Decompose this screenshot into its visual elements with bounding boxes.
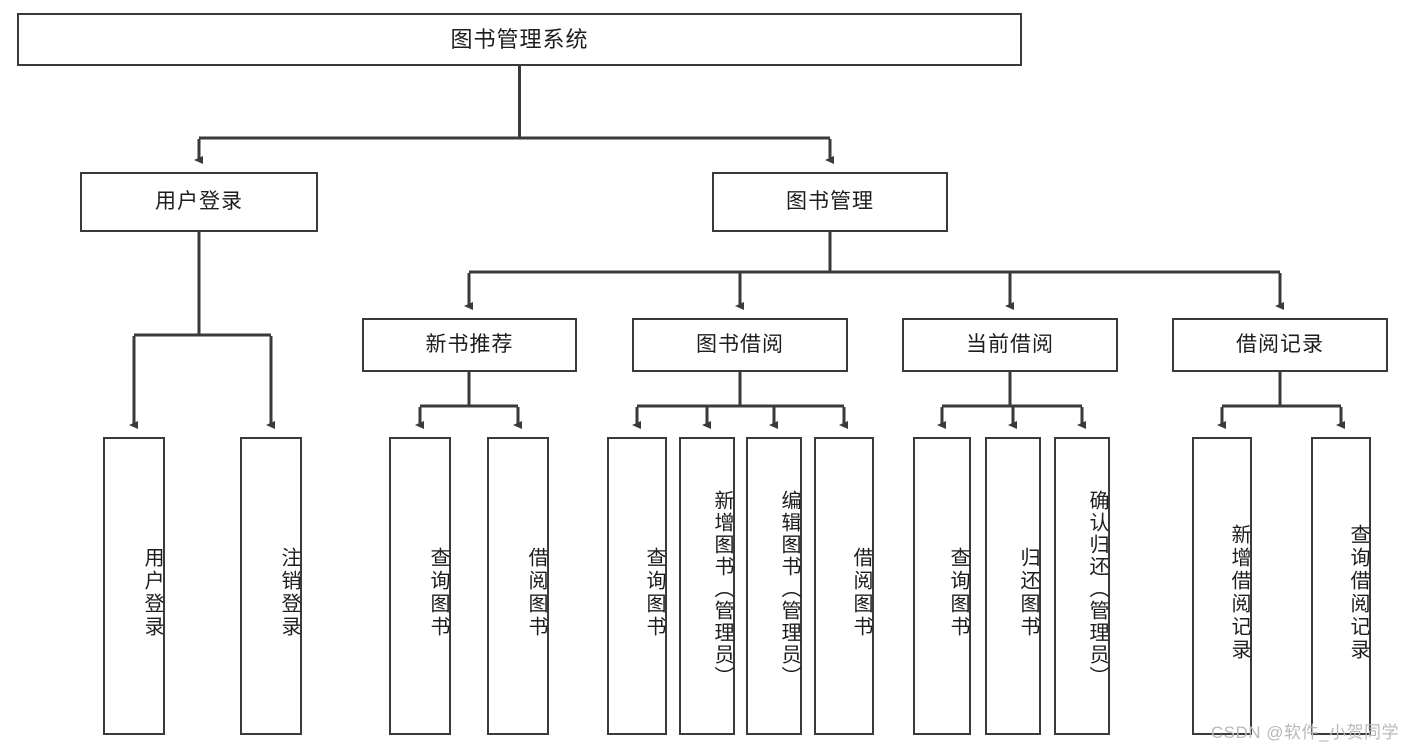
leaf-user-login[interactable]: 用户登录 bbox=[103, 437, 165, 735]
leaf-query-borrow-record[interactable]: 查询借阅记录 bbox=[1311, 437, 1371, 735]
leaf-query-book-current-label: 查询图书 bbox=[947, 547, 969, 639]
leaf-user-login-label: 用户登录 bbox=[141, 547, 163, 639]
leaf-query-borrow-record-label: 查询借阅记录 bbox=[1347, 524, 1369, 662]
node-borrow-record[interactable]: 借阅记录 bbox=[1172, 318, 1388, 372]
leaf-edit-book[interactable]: 编辑图书（管理员） bbox=[746, 437, 802, 735]
node-user-login[interactable]: 用户登录 bbox=[80, 172, 318, 232]
leaf-add-book-label: 新增图书（管理员） bbox=[711, 490, 733, 688]
node-book-borrow-label: 图书借阅 bbox=[696, 332, 784, 356]
leaf-query-book-borrow[interactable]: 查询图书 bbox=[607, 437, 667, 735]
leaf-return-book[interactable]: 归还图书 bbox=[985, 437, 1041, 735]
leaf-add-borrow-record[interactable]: 新增借阅记录 bbox=[1192, 437, 1252, 735]
leaf-borrow-book-recommend[interactable]: 借阅图书 bbox=[487, 437, 549, 735]
node-new-book-rec-label: 新书推荐 bbox=[425, 332, 514, 356]
node-book-manage-label: 图书管理 bbox=[786, 189, 874, 213]
leaf-add-borrow-record-label: 新增借阅记录 bbox=[1228, 524, 1250, 662]
leaf-borrow-book-label: 借阅图书 bbox=[850, 547, 872, 639]
node-new-book-rec[interactable]: 新书推荐 bbox=[362, 318, 577, 372]
leaf-user-logout[interactable]: 注销登录 bbox=[240, 437, 302, 735]
leaf-confirm-return[interactable]: 确认归还（管理员） bbox=[1054, 437, 1110, 735]
leaf-query-book-recommend-label: 查询图书 bbox=[427, 547, 449, 639]
leaf-user-logout-label: 注销登录 bbox=[278, 547, 300, 639]
node-borrow-record-label: 借阅记录 bbox=[1236, 332, 1324, 356]
node-root[interactable]: 图书管理系统 bbox=[17, 13, 1022, 66]
node-root-label: 图书管理系统 bbox=[450, 26, 589, 52]
node-current-borrow[interactable]: 当前借阅 bbox=[902, 318, 1118, 372]
leaf-query-book-borrow-label: 查询图书 bbox=[643, 547, 665, 639]
node-user-login-label: 用户登录 bbox=[155, 189, 243, 213]
leaf-borrow-book-recommend-label: 借阅图书 bbox=[525, 547, 547, 639]
node-book-borrow[interactable]: 图书借阅 bbox=[632, 318, 848, 372]
leaf-return-book-label: 归还图书 bbox=[1017, 547, 1039, 639]
watermark: CSDN @软件_小贺同学 bbox=[1210, 723, 1399, 742]
node-book-manage[interactable]: 图书管理 bbox=[712, 172, 948, 232]
leaf-query-book-current[interactable]: 查询图书 bbox=[913, 437, 971, 735]
node-current-borrow-label: 当前借阅 bbox=[966, 332, 1054, 356]
leaf-edit-book-label: 编辑图书（管理员） bbox=[778, 490, 800, 688]
leaf-query-book-recommend[interactable]: 查询图书 bbox=[389, 437, 451, 735]
leaf-add-book[interactable]: 新增图书（管理员） bbox=[679, 437, 735, 735]
leaf-confirm-return-label: 确认归还（管理员） bbox=[1086, 490, 1108, 688]
leaf-borrow-book[interactable]: 借阅图书 bbox=[814, 437, 874, 735]
